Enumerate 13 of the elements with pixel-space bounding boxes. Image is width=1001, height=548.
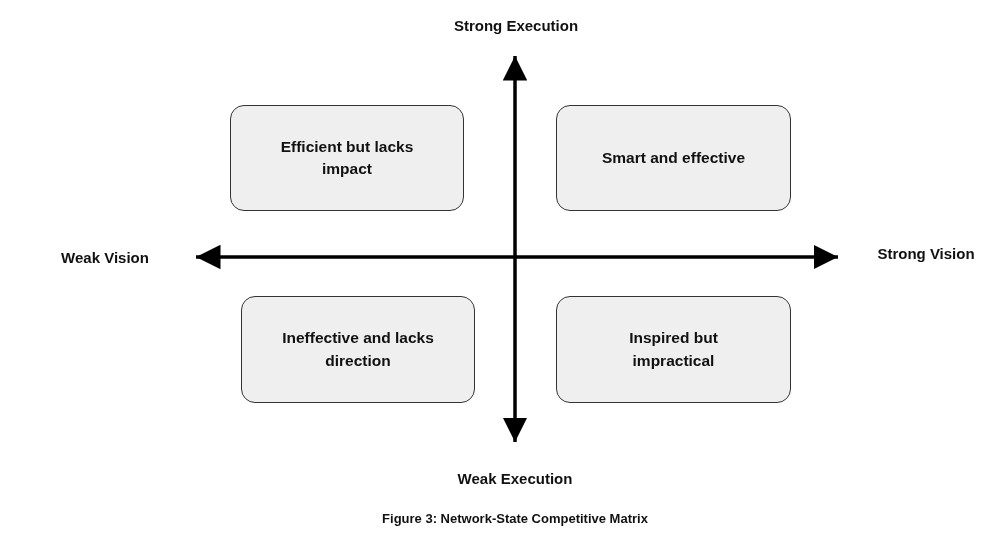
quadrant-box bbox=[230, 105, 464, 211]
quadrant-box bbox=[556, 296, 791, 403]
quadrant-label: Smart and effective bbox=[602, 147, 745, 168]
quadrant-label: Efficient but lacks impact bbox=[279, 136, 415, 179]
quadrant-label: Inspired but impractical bbox=[628, 328, 719, 371]
figure-caption: Figure 3: Network-State Competitive Matrix bbox=[382, 510, 648, 526]
axis-label: Strong Execution bbox=[453, 16, 579, 34]
axis-label: Weak Execution bbox=[457, 469, 573, 487]
quadrant-box bbox=[556, 105, 791, 211]
axis-label: Strong Vision bbox=[877, 244, 975, 262]
quadrant-label: Ineffective and lacks direction bbox=[281, 328, 435, 371]
axis-label: Weak Vision bbox=[61, 248, 149, 266]
quadrant-box bbox=[241, 296, 475, 403]
